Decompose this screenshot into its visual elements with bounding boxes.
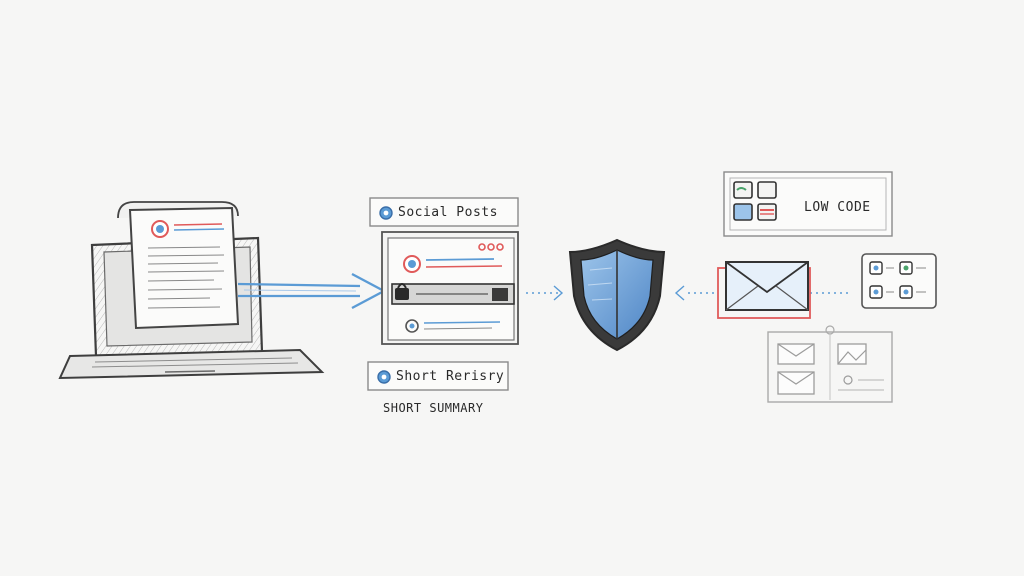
dotted-connector-right — [674, 285, 852, 301]
content-window — [381, 231, 519, 345]
mail-dashboard-sketch — [767, 325, 893, 403]
low-code-label: LOW CODE — [804, 200, 871, 215]
document-icon — [117, 201, 240, 330]
short-rerisry-tag — [367, 361, 509, 391]
envelope-icon — [717, 261, 811, 319]
dotted-connector-left — [526, 285, 564, 301]
short-summary-label: SHORT SUMMARY — [383, 401, 484, 415]
app-grid-icon — [861, 253, 937, 309]
low-code-card — [723, 171, 893, 237]
shield-icon — [568, 238, 666, 352]
short-rerisry-label: Short Rerisry — [396, 369, 505, 384]
social-posts-tag — [369, 197, 519, 227]
social-posts-label: Social Posts — [398, 205, 498, 220]
